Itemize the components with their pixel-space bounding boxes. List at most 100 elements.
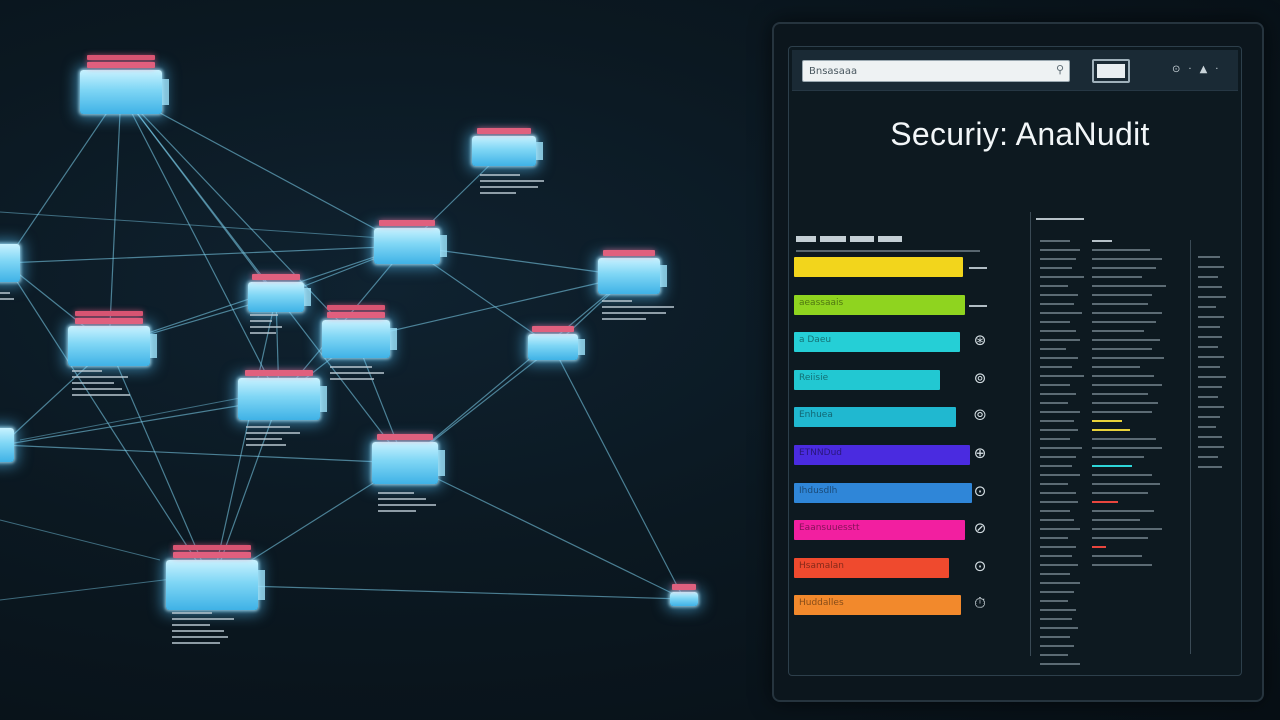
connection-line: [120, 91, 408, 247]
node-cap: [173, 545, 251, 550]
audit-row[interactable]: [794, 257, 1004, 277]
log-line: [1092, 276, 1142, 278]
log-line: [1092, 321, 1156, 323]
label-line: [378, 504, 436, 506]
log-line: [1092, 474, 1152, 476]
log-line: [1198, 276, 1218, 278]
log-line: [1092, 438, 1156, 440]
status-icon: ⏱: [974, 594, 986, 612]
node-side: [660, 265, 667, 287]
log-line: [1040, 582, 1080, 584]
node-side: [162, 78, 169, 106]
audit-row[interactable]: Ihdusdlh⊙: [794, 482, 1004, 503]
log-line: [1092, 402, 1158, 404]
audit-row[interactable]: Hsamalan⊙: [794, 557, 1004, 578]
label-line: [330, 366, 372, 368]
label-line: [602, 306, 674, 308]
server-node[interactable]: [372, 434, 445, 484]
server-node[interactable]: [528, 326, 585, 360]
magnifier-icon[interactable]: ⚲: [1056, 63, 1065, 76]
server-node[interactable]: [0, 428, 14, 462]
window-control-4[interactable]: ·: [1215, 64, 1219, 75]
log-heading: [1036, 218, 1084, 220]
audit-row[interactable]: a Daeu⊛: [794, 331, 1004, 352]
log-line: [1092, 348, 1152, 350]
node-label: [0, 292, 14, 300]
server-node[interactable]: [80, 55, 169, 114]
label-line: [480, 186, 538, 188]
server-node[interactable]: [374, 220, 447, 264]
log-line: [1040, 609, 1076, 611]
server-node[interactable]: [472, 128, 543, 166]
bar-label: Reiisie: [799, 373, 829, 383]
window-toggle-button[interactable]: [1092, 59, 1130, 83]
node-cap: [86, 62, 156, 68]
log-line: [1040, 627, 1078, 629]
log-line: [1040, 591, 1074, 593]
log-line: [1198, 296, 1226, 298]
log-line: [1040, 402, 1068, 404]
log-line: [1198, 456, 1218, 458]
window-control-2[interactable]: ·: [1188, 64, 1192, 75]
bar-label: Eaansuuesstt: [799, 523, 860, 533]
server-node[interactable]: [238, 370, 327, 420]
status-icon: ⊛: [973, 331, 987, 349]
audit-row[interactable]: Huddalles ⏱: [794, 594, 1004, 615]
label-line: [72, 394, 130, 396]
search-input[interactable]: [802, 60, 1070, 82]
audit-bar: Ihdusdlh: [794, 483, 972, 503]
server-node[interactable]: [248, 274, 311, 312]
node-side: [440, 235, 447, 257]
server-node[interactable]: [670, 584, 698, 606]
window-control-1[interactable]: ⊙: [1172, 64, 1181, 75]
connection-line: [211, 584, 685, 600]
log-line: [1040, 357, 1078, 359]
log-line: [1092, 285, 1166, 287]
status-icon: ⊚: [973, 369, 987, 387]
node-label: [72, 370, 130, 396]
log-line: [1092, 429, 1130, 431]
connection-line: [355, 275, 630, 340]
log-line: [1040, 258, 1076, 260]
window-icon: [1097, 64, 1125, 78]
log-line: [1198, 426, 1216, 428]
log-line: [1040, 438, 1070, 440]
audit-bar: ETNNDud: [794, 445, 970, 465]
status-icon: ⊙: [973, 557, 987, 575]
log-line: [1198, 406, 1224, 408]
log-line: [1092, 366, 1140, 368]
server-node[interactable]: [598, 250, 667, 294]
node-cap: [672, 584, 696, 590]
status-icon: ⊕: [973, 444, 987, 462]
audit-row[interactable]: Eaansuuesstt⊘: [794, 519, 1004, 540]
node-label: [250, 314, 282, 334]
log-line: [1092, 384, 1162, 386]
label-line: [72, 370, 102, 372]
log-column-b: [1092, 240, 1166, 566]
server-node[interactable]: [166, 545, 265, 610]
server-node[interactable]: [0, 244, 20, 282]
log-line: [1040, 573, 1070, 575]
audit-bar: Huddalles: [794, 595, 961, 615]
log-line: [1092, 294, 1152, 296]
server-node[interactable]: [68, 311, 157, 366]
log-line: [1198, 256, 1220, 258]
server-node[interactable]: [322, 305, 397, 358]
audit-row[interactable]: Reiisie ⊚: [794, 369, 1004, 390]
label-line: [250, 320, 272, 322]
bar-label: Huddalles: [799, 598, 844, 608]
connection-line: [404, 462, 685, 600]
log-line: [1040, 519, 1074, 521]
log-line: [1040, 240, 1070, 242]
window-control-3[interactable]: ▲: [1199, 64, 1208, 75]
audit-row[interactable]: ETNNDud⊕: [794, 444, 1004, 465]
audit-row[interactable]: Enhuea⦾: [794, 406, 1004, 427]
audit-row[interactable]: aeassaais: [794, 295, 1004, 315]
connection-line: [404, 275, 630, 464]
log-line: [1040, 303, 1074, 305]
log-line: [1040, 393, 1076, 395]
log-line: [1198, 366, 1220, 368]
connection-line: [1, 444, 406, 464]
label-line: [480, 192, 516, 194]
connection-line: [120, 91, 280, 400]
